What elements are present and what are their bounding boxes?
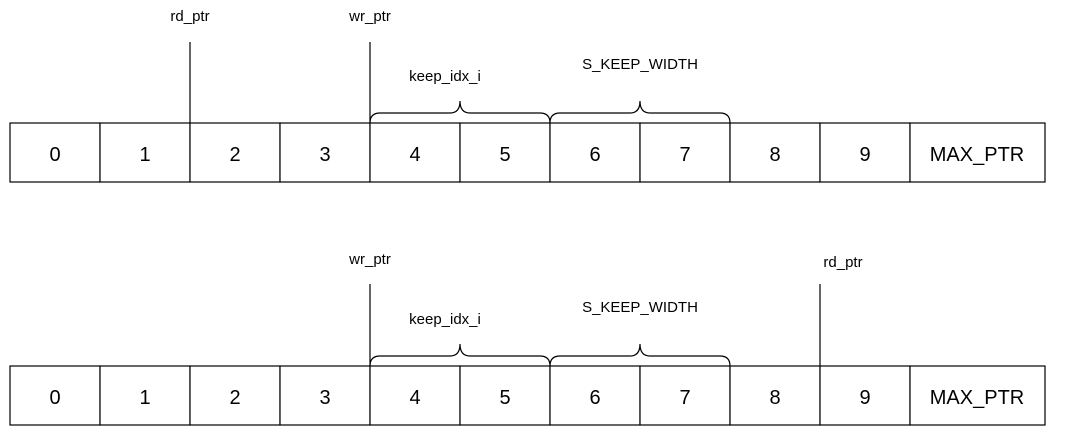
cell-label: MAX_PTR [930,387,1024,409]
cell-label: 8 [769,387,780,409]
buffer-cell [99,365,191,426]
cell-label: 5 [499,144,510,166]
cell-label: 4 [409,387,420,409]
cell-label: 6 [589,387,600,409]
cell-label: 0 [49,144,60,166]
cell-label: 3 [319,144,330,166]
cell-label: 9 [859,144,870,166]
cell-label: 7 [679,144,690,166]
cell-label: 0 [49,387,60,409]
pointer-label: wr_ptr [348,251,391,268]
buffer-cell [909,365,1046,426]
brace-label: keep_idx_i [409,311,481,328]
buffer-cell [819,365,911,426]
pointer-label: rd_ptr [823,254,862,271]
cell-label: 6 [589,144,600,166]
cell-label: 8 [769,144,780,166]
buffer-diagram-top: rd_ptr wr_ptr keep_idx_i S_KEEP_WIDTH [9,8,1046,183]
cell-label: 1 [139,387,150,409]
brace-s-keep-width: S_KEEP_WIDTH [549,299,731,367]
buffer-cell [909,122,1046,183]
pointer-label: wr_ptr [348,8,391,25]
buffer-cell [639,122,731,183]
brace-s-keep-width: S_KEEP_WIDTH [549,56,731,124]
cell-label: 1 [139,144,150,166]
buffer-cell [459,122,551,183]
pointer-wr-ptr: wr_ptr [348,8,391,123]
brace-keep-idx: keep_idx_i [369,311,551,367]
buffer-cell [9,122,101,183]
buffer-row: 0 1 2 3 4 5 6 7 8 9 MAX_PTR [9,122,1046,183]
cell-label: 2 [229,387,240,409]
brace-keep-idx: keep_idx_i [369,68,551,124]
pointer-rd-ptr: rd_ptr [170,8,210,123]
brace-label: S_KEEP_WIDTH [582,56,698,73]
buffer-cell [279,122,371,183]
cell-label: 7 [679,387,690,409]
cell-label: 2 [229,144,240,166]
buffer-row: 0 1 2 3 4 5 6 7 8 9 MAX_PTR [9,365,1046,426]
cell-label: 3 [319,387,330,409]
cell-label: MAX_PTR [930,144,1024,166]
buffer-cell [99,122,191,183]
pointer-wr-ptr: wr_ptr [348,251,391,366]
brace-label: S_KEEP_WIDTH [582,299,698,316]
buffer-cell [729,122,821,183]
brace-label: keep_idx_i [409,68,481,85]
pointer-label: rd_ptr [170,8,209,25]
buffer-diagram-bottom: wr_ptr rd_ptr keep_idx_i S_KEEP_WIDTH [9,251,1046,426]
buffer-cell [189,365,281,426]
cell-label: 4 [409,144,420,166]
buffer-cell [819,122,911,183]
buffer-cell [729,365,821,426]
buffer-cell [189,122,281,183]
cell-label: 5 [499,387,510,409]
buffer-cell [9,365,101,426]
pointer-rd-ptr: rd_ptr [819,254,863,366]
buffer-cell [549,365,641,426]
buffer-cell [549,122,641,183]
cell-label: 9 [859,387,870,409]
buffer-cell [639,365,731,426]
